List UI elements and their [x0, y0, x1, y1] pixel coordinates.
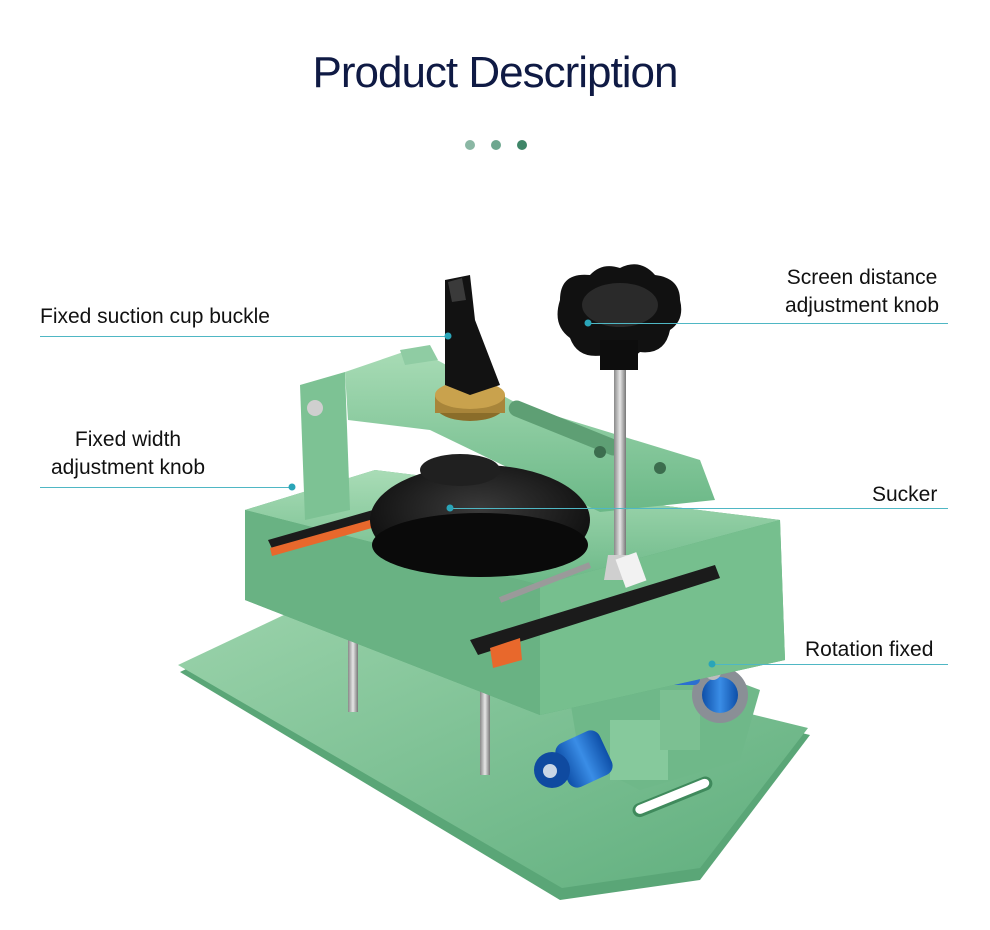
leader-line-rotation-fixed	[712, 664, 948, 665]
leader-line-suction-cup-buckle	[40, 336, 448, 337]
blue-knob	[534, 730, 613, 788]
callout-screen-distance-knob: Screen distance adjustment knob	[784, 266, 940, 317]
leader-line-sucker	[450, 508, 948, 509]
support-legs	[348, 632, 490, 775]
callout-width-knob: Fixed width adjustment knob	[50, 428, 206, 479]
callout-rotation-fixed: Rotation fixed	[805, 638, 934, 661]
dot-1	[465, 140, 475, 150]
page-title: Product Description	[312, 48, 679, 97]
pin-width-knob	[288, 483, 296, 491]
pin-sucker	[446, 504, 454, 512]
pin-suction-cup-buckle	[444, 332, 452, 340]
callout-sucker: Sucker	[872, 483, 938, 506]
suction-cup-buckle	[435, 275, 505, 421]
suction-cup	[370, 454, 590, 577]
callout-suction-cup-buckle: Fixed suction cup buckle	[40, 305, 270, 328]
leader-line-width-knob	[40, 487, 292, 488]
pin-screen-distance-knob	[584, 319, 592, 327]
pin-rotation-fixed	[708, 660, 716, 668]
decorative-dots	[465, 140, 527, 150]
dot-2	[491, 140, 501, 150]
base-plate	[178, 605, 810, 900]
leader-line-screen-distance-knob	[588, 323, 948, 324]
dot-3	[517, 140, 527, 150]
